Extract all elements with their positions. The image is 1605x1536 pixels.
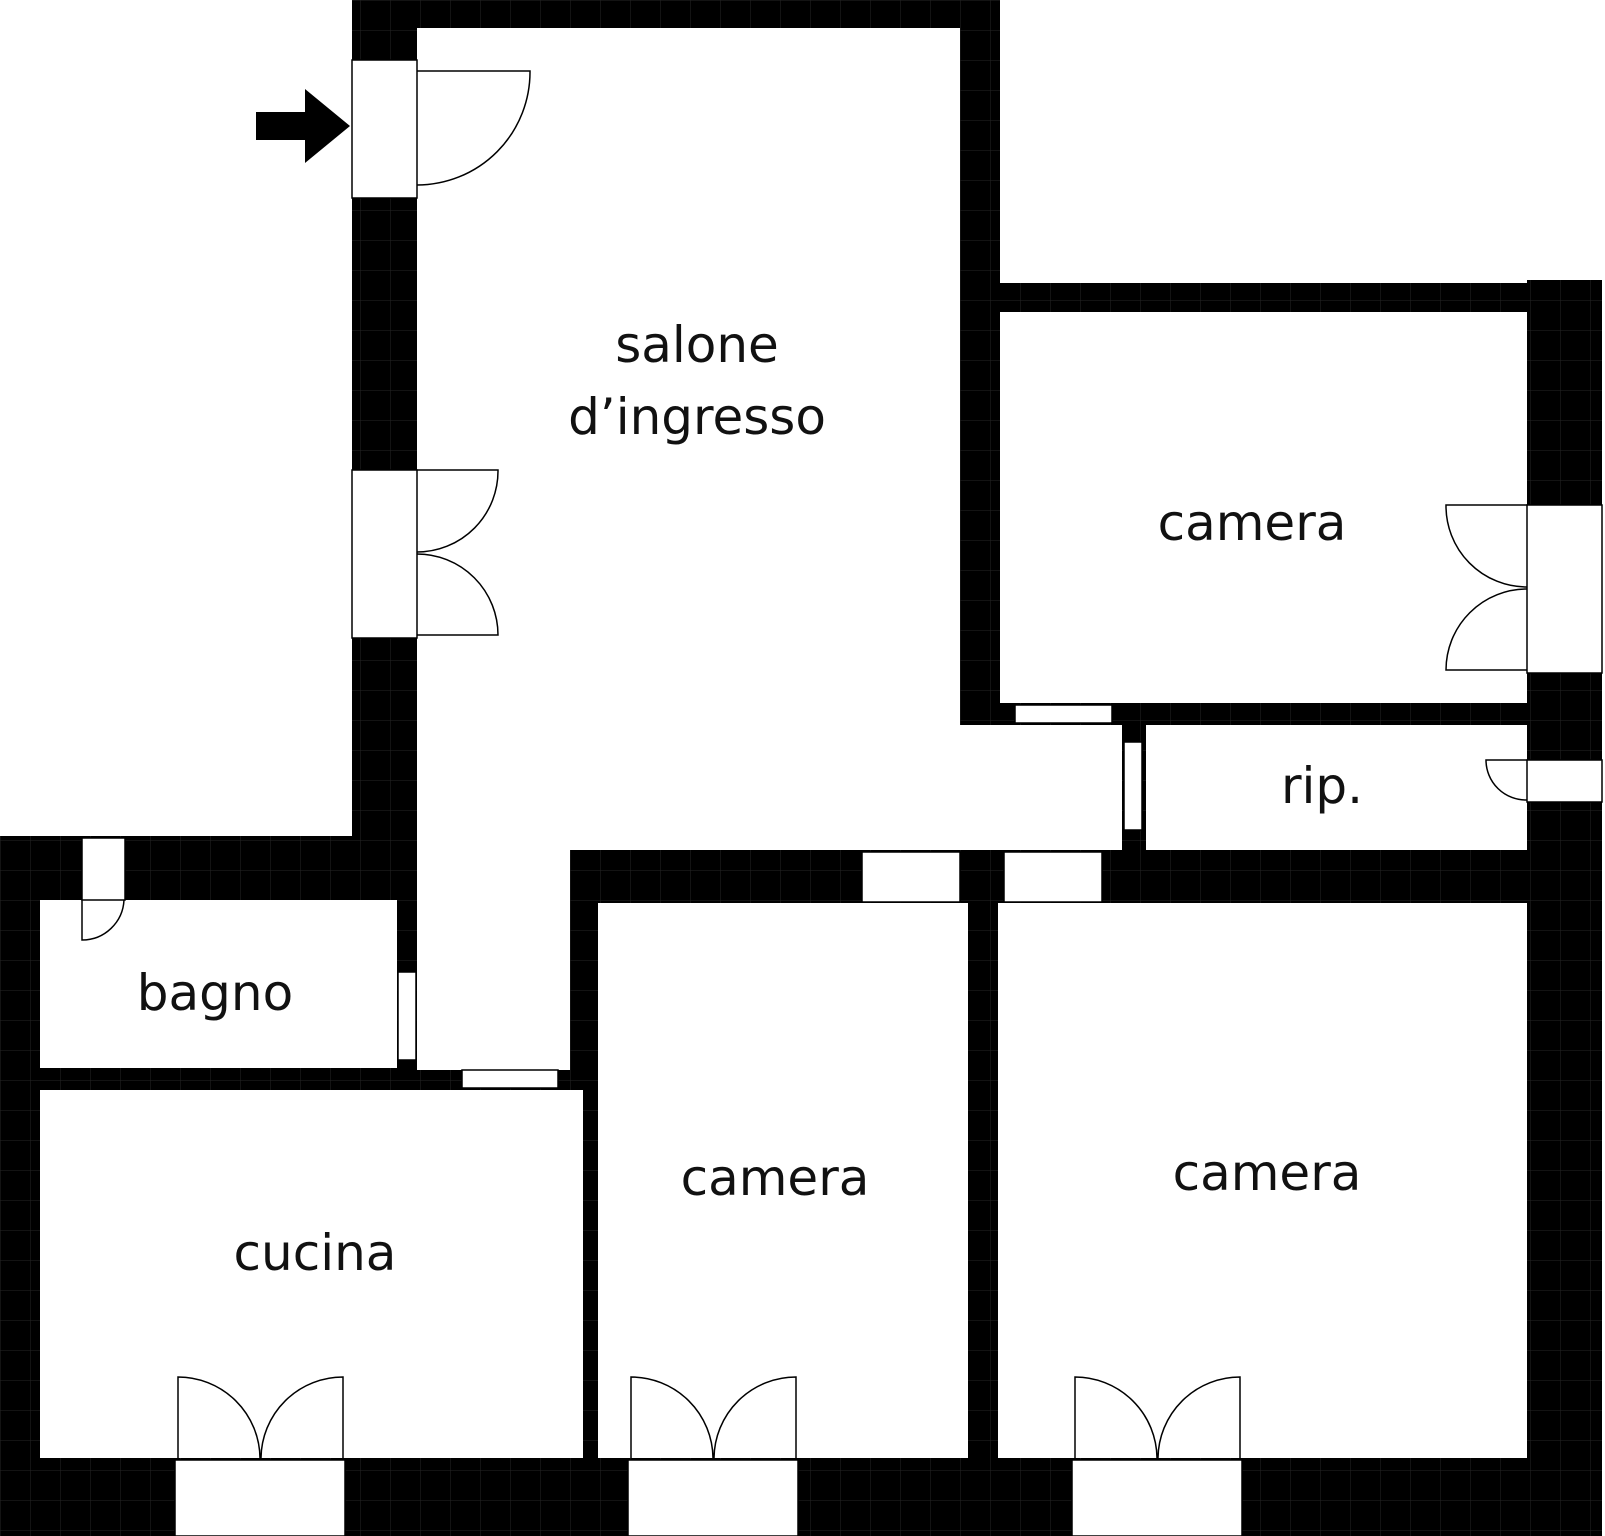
door-opening (1003, 851, 1103, 903)
room-label-camera-bottom-right: camera (1173, 1144, 1362, 1202)
door-openings (397, 704, 1143, 1089)
room-label-ripostiglio: rip. (1281, 757, 1363, 815)
room-label-bagno: bagno (137, 964, 293, 1022)
arrow-right-icon (256, 89, 350, 163)
window (351, 59, 418, 199)
room-labels: salone d’ingresso camera rip. bagno cuci… (137, 316, 1363, 1282)
door-opening (1123, 741, 1143, 831)
window (81, 837, 126, 901)
room-label-cucina: cucina (234, 1224, 397, 1282)
window (1071, 1459, 1243, 1536)
door-swing-icon (1074, 1376, 1241, 1459)
room-label-salone-line2: d’ingresso (568, 388, 826, 446)
door-opening (461, 1069, 559, 1089)
door-swing-icon (81, 899, 125, 941)
door-opening (1014, 704, 1113, 724)
door-swing-icon (416, 70, 531, 186)
door-swing-icon (1485, 759, 1528, 801)
room-label-camera-top-right: camera (1158, 494, 1347, 552)
windows (81, 59, 1603, 1536)
door-swing-icon (177, 1376, 344, 1459)
room-label-camera-bottom-middle: camera (681, 1149, 870, 1207)
window (627, 1459, 799, 1536)
window (351, 469, 418, 639)
door-swing-icon (1445, 504, 1528, 671)
window (1526, 504, 1603, 674)
door-swing-icon (416, 469, 499, 636)
door-swing-icon (630, 1376, 797, 1459)
room-label-salone-line1: salone (615, 316, 779, 374)
window (174, 1459, 346, 1536)
door-opening (861, 851, 961, 903)
door-opening (397, 971, 417, 1061)
door-swings (81, 70, 1528, 1459)
window (1526, 759, 1603, 803)
